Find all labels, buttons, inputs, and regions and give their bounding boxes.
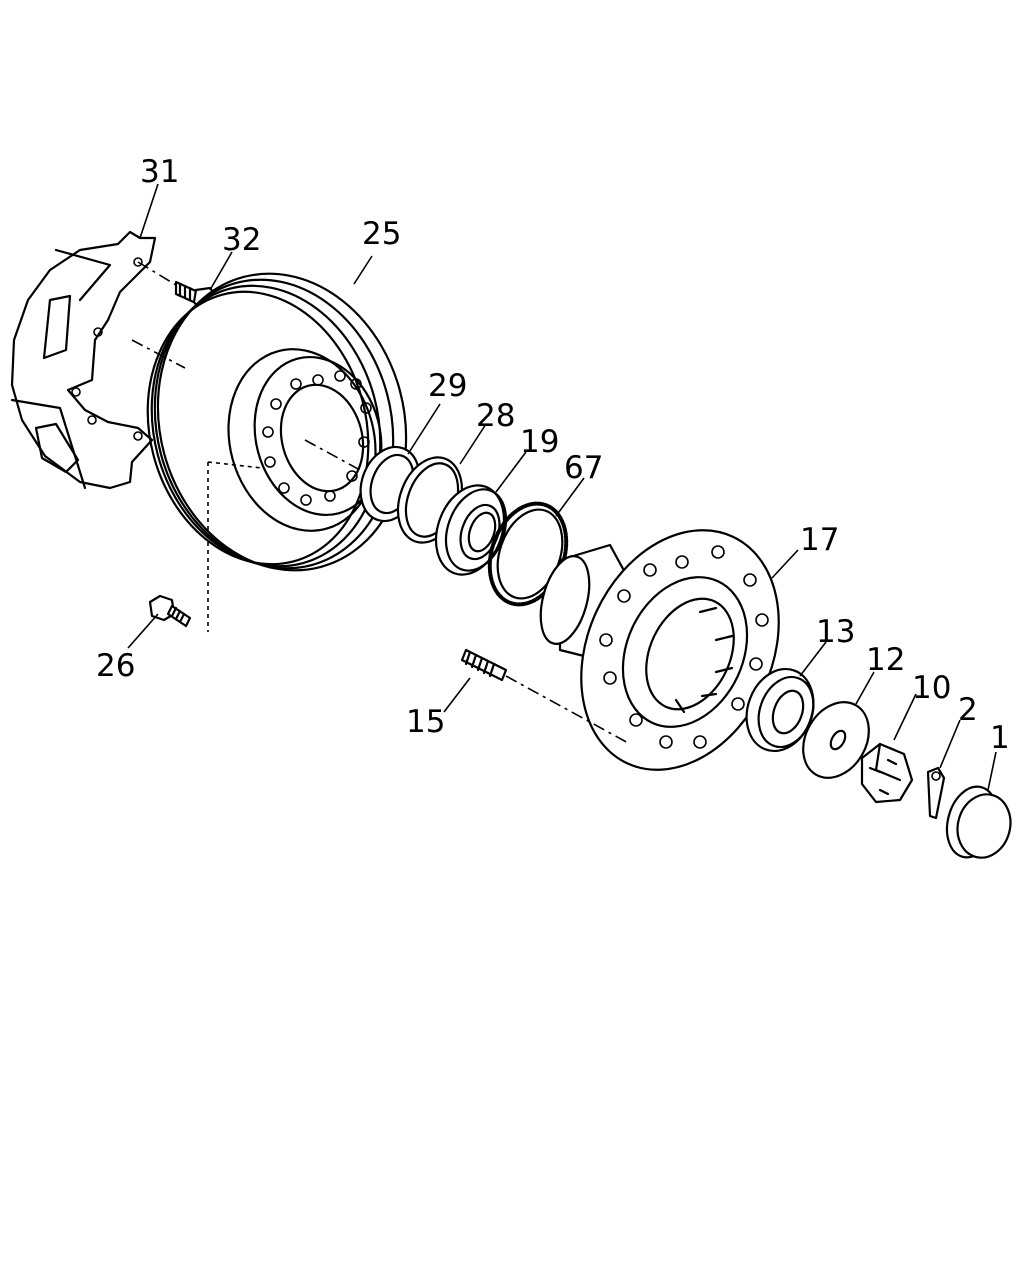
callout-25: 25	[362, 216, 401, 252]
callout-19: 19	[520, 424, 559, 460]
outer-bearing-part-13	[745, 667, 815, 753]
brake-disc-part-25	[146, 272, 408, 572]
callout-26: 26	[96, 648, 135, 684]
leader-lines	[127, 183, 997, 791]
callout-28: 28	[476, 398, 515, 434]
washer-part-12	[802, 701, 870, 779]
callout-29: 29	[428, 368, 467, 404]
callout-12: 12	[866, 642, 905, 678]
callout-10: 10	[912, 670, 951, 706]
disc-bolt-holes	[262, 370, 372, 506]
bolt-part-26	[148, 594, 192, 628]
wheel-hub-part-17	[539, 529, 780, 771]
dust-shield-part-31	[10, 230, 157, 490]
wheel-stud-part-15	[460, 648, 508, 682]
cotter-pin-part-2	[926, 766, 946, 820]
callout-1: 1	[990, 720, 1010, 756]
callout-13: 13	[816, 614, 855, 650]
callout-67: 67	[564, 450, 603, 486]
hub-stud-holes	[599, 545, 769, 749]
callout-17: 17	[800, 522, 839, 558]
hub-cap-part-1	[945, 785, 1012, 859]
castle-nut-part-10	[860, 742, 914, 804]
callout-32: 32	[222, 222, 261, 258]
callout-15: 15	[406, 704, 445, 740]
callout-31: 31	[140, 154, 179, 190]
callout-labels: 31 32 25 29 28 19 67 17 13 12 10 2 1 26 …	[96, 154, 1010, 756]
callout-2: 2	[958, 692, 978, 728]
